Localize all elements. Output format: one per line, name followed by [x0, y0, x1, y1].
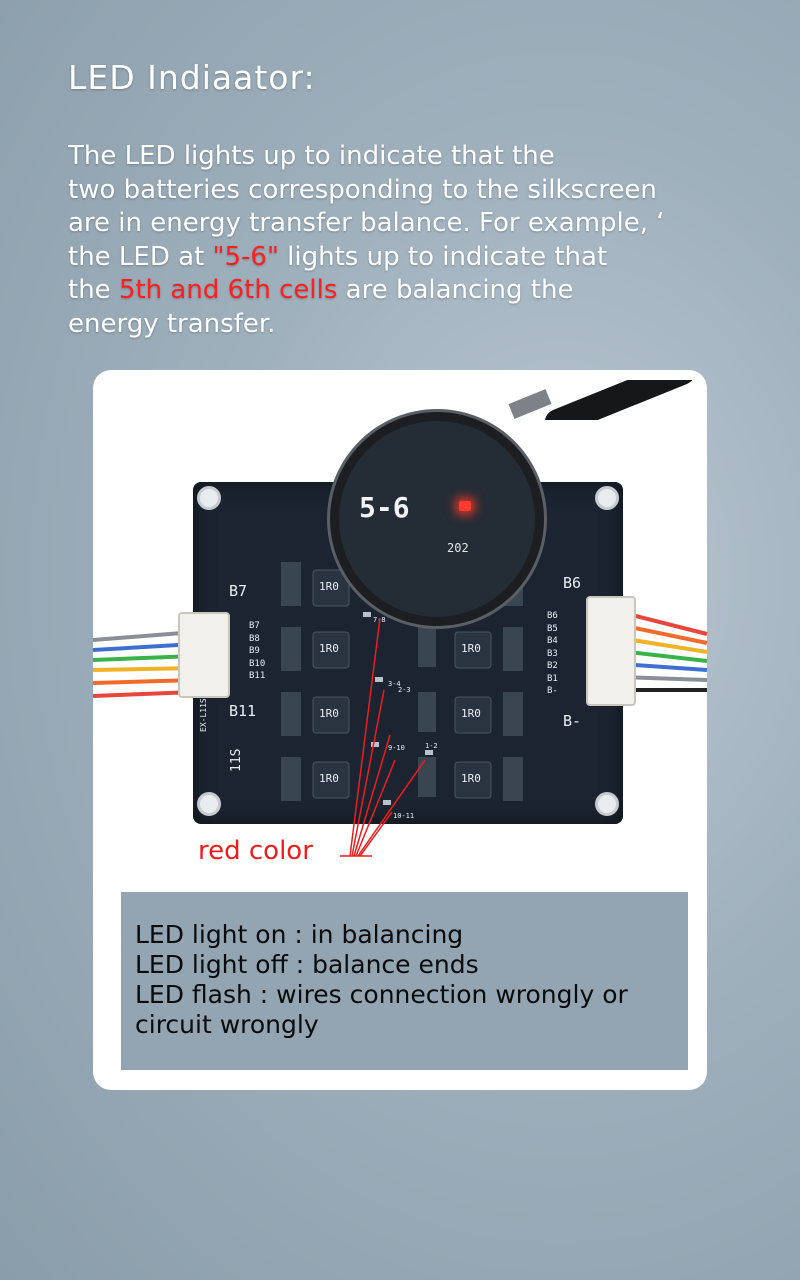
page-title: LED Indiaator:: [68, 58, 316, 97]
left-pin-labels: B7 B8 B9 B10 B11: [249, 620, 265, 683]
intro-paragraph: The LED lights up to indicate that the t…: [68, 140, 768, 341]
inductor-mark: 1R0: [461, 772, 481, 785]
led-label: 2-3: [398, 686, 411, 694]
magnifier-lens: 5-6 202: [330, 412, 544, 626]
lit-led: [459, 501, 471, 511]
pin-label: B9: [249, 646, 260, 656]
intro-line-5-pre: the: [68, 275, 119, 305]
intro-line-4-post: lights up to indicate that: [278, 241, 608, 272]
label-b11: B11: [229, 702, 257, 720]
pin-label: B4: [547, 636, 558, 646]
pin-label: B3: [547, 648, 558, 659]
intro-line-3: are in energy transfer balance. For exam…: [68, 208, 665, 238]
led-label: 9-10: [388, 744, 405, 752]
intro-line-6: energy transfer.: [68, 308, 276, 339]
mount-hole-top-left: [197, 486, 221, 510]
magnifier-handle: [508, 380, 696, 420]
intro-line-1: The LED lights up to indicate that the: [68, 141, 555, 171]
intro-line-4: the LED at "5-6" lights up to indicate t…: [68, 241, 768, 275]
led-label: 10-11: [393, 812, 415, 820]
pin-label: B11: [249, 671, 266, 681]
pin-label: B8: [249, 633, 260, 644]
legend-light-off: LED light off : balance ends: [135, 950, 479, 979]
legend-flash-cont: circuit wrongly: [135, 1010, 319, 1039]
label-b6: B6: [563, 574, 582, 592]
label-b7: B7: [229, 582, 248, 600]
legend-light-on: LED light on : in balancing: [135, 920, 464, 949]
intro-line-5-post: are balancing the: [337, 275, 574, 305]
mount-hole-bottom-right: [595, 792, 619, 816]
legend-flash: LED flash : wires connection wrongly or: [135, 980, 628, 1009]
inductor-mark: 1R0: [319, 642, 339, 655]
pcb-board: B7 B11 B6 B- B7 B8 B9 B10 B11 B6 B5 B4 B…: [193, 482, 623, 824]
pin-label: B10: [249, 658, 266, 669]
led-label: 1-2: [425, 742, 438, 750]
mount-hole-top-right: [595, 486, 619, 510]
inductor-mark: 1R0: [319, 772, 339, 785]
intro-highlight-5-6: "5-6": [212, 241, 279, 272]
pin-label: B7: [249, 621, 260, 631]
pin-label: B-: [547, 686, 558, 696]
pin-label: B1: [547, 673, 558, 684]
inductor-mark: 1R0: [319, 707, 339, 720]
magnified-led-label: 5-6: [359, 491, 410, 524]
right-pin-labels: B6 B5 B4 B3 B2 B1 B-: [547, 610, 558, 698]
label-b-minus: B-: [563, 712, 582, 730]
inductor-mark: 1R0: [461, 707, 481, 720]
inductor-mark: 1R0: [461, 642, 481, 655]
inductor-mark: 1R0: [319, 580, 339, 593]
red-color-callout: red color: [198, 836, 313, 866]
intro-highlight-cells: 5th and 6th cells: [118, 275, 338, 305]
led-label: 3-4: [388, 680, 401, 688]
pin-label: B5: [547, 623, 558, 634]
right-connector: [586, 596, 636, 706]
mount-hole-bottom-left: [197, 792, 221, 816]
intro-line-5: the 5th and 6th cells are balancing the: [68, 274, 768, 308]
intro-line-2: two batteries corresponding to the silks…: [68, 174, 657, 205]
intro-line-4-pre: the LED at: [68, 241, 213, 272]
led-legend-box: LED light on : in balancing LED light of…: [121, 892, 688, 1070]
component-layout: [281, 562, 523, 805]
left-connector: [178, 612, 230, 698]
pin-label: B2: [547, 661, 558, 671]
magnified-marking: 202: [447, 541, 469, 555]
pin-label: B6: [547, 611, 558, 621]
